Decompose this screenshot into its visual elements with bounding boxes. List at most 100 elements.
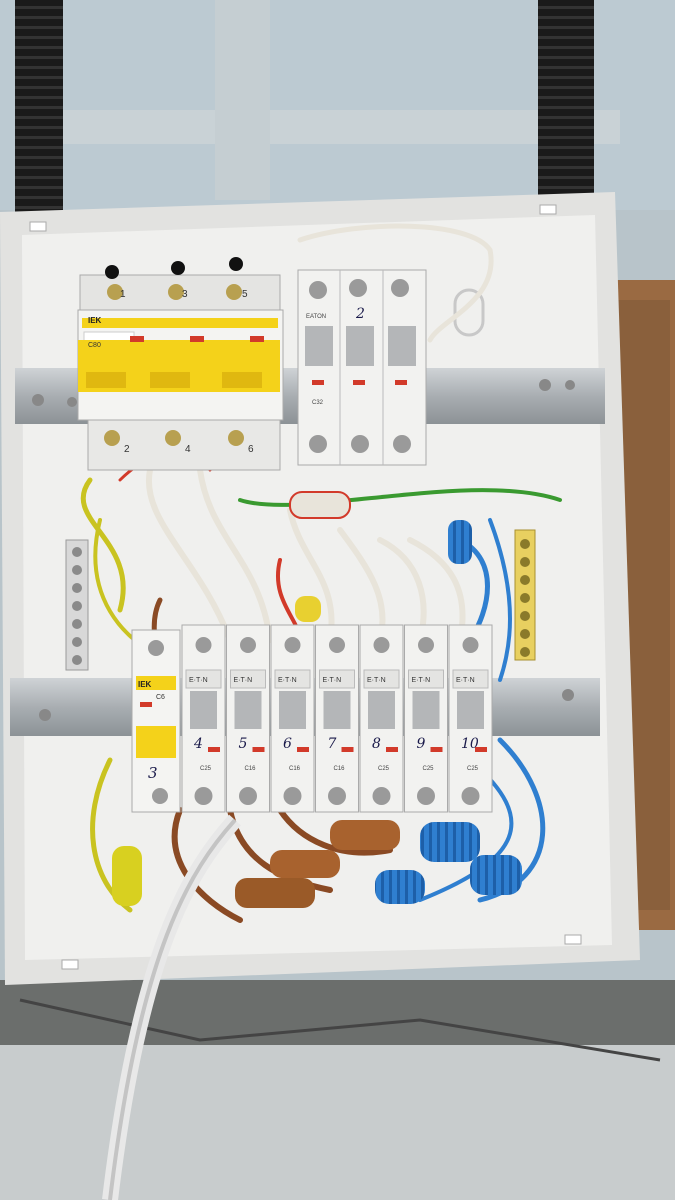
breaker-handle[interactable]: [279, 691, 306, 729]
iek-breaker-handwritten-label: 3: [148, 764, 158, 782]
breaker-brand: E·T·N: [278, 677, 297, 684]
terminal-screw: [417, 787, 435, 805]
brand-plate: [185, 669, 222, 689]
brand-plate: [408, 669, 444, 689]
breaker-handle[interactable]: [368, 691, 395, 729]
breaker-handwritten-label: 6: [283, 736, 292, 752]
trip-indicator: [430, 747, 443, 752]
breaker-rating: C25: [467, 766, 479, 772]
breaker-brand: E·T·N: [189, 677, 208, 684]
main-terminal-label: 5: [242, 289, 248, 300]
main-breaker-rating: C80: [88, 342, 101, 349]
wire-coils: [112, 491, 522, 908]
top-right-breakers: [297, 269, 427, 466]
terminal-screw: [418, 637, 434, 653]
screw-tab: [61, 959, 79, 970]
trip-indicator: [341, 747, 354, 752]
wall-beam: [60, 110, 620, 144]
wall-post: [215, 0, 270, 200]
breaker-handwritten-label: 10: [461, 736, 479, 752]
brand-plate: [230, 669, 266, 689]
terminal-screw: [283, 787, 302, 805]
breaker-rating: C25: [423, 766, 435, 772]
main-terminal-label: 6: [248, 444, 254, 455]
top-right-handwritten-label: 2: [355, 306, 365, 322]
bottom-breaker-row: E·T·N4C25E·T·N5C16E·T·N6C16E·T·N7C16E·T·…: [181, 624, 493, 813]
floor-crack: [19, 998, 661, 1062]
iek-breaker-rating: C6: [156, 694, 165, 701]
breaker-brand: E·T·N: [412, 677, 431, 684]
main-breaker: [77, 257, 284, 471]
main-terminal-label: 2: [124, 444, 130, 455]
breaker-handle[interactable]: [412, 691, 440, 729]
iek-breaker-brand: IEK: [138, 680, 152, 689]
brand-plate: [274, 669, 311, 689]
breaker-handle[interactable]: [323, 691, 351, 729]
terminal-screw: [462, 637, 479, 653]
breaker-handle[interactable]: [190, 691, 217, 729]
terminal-screw: [461, 787, 480, 805]
knockout-hole: [453, 288, 485, 337]
trip-indicator: [252, 747, 265, 752]
breaker-rating: C16: [289, 766, 301, 772]
rail-screws: [32, 379, 575, 721]
bottom-iek-breaker: [131, 629, 181, 813]
top-right-rating: C32: [312, 400, 324, 406]
breaker-rating: C16: [334, 766, 346, 772]
trip-indicator: [208, 747, 220, 752]
breaker-rating: C16: [245, 766, 257, 772]
screw-tab: [29, 221, 47, 232]
trip-indicator: [386, 747, 398, 752]
brand-plate: [319, 669, 355, 689]
main-terminal-label: 3: [182, 289, 188, 300]
breaker-rating: C25: [378, 766, 390, 772]
busbar-right: [514, 529, 536, 661]
breaker-rating: C25: [200, 766, 212, 772]
iek-breaker-handle[interactable]: [136, 726, 176, 758]
breaker-handwritten-label: 8: [372, 736, 381, 752]
terminal-screw: [372, 787, 391, 805]
terminal-screw: [239, 787, 257, 805]
feed-cable-shade: [108, 818, 237, 1200]
terminal-screw: [195, 637, 212, 653]
breaker-handwritten-label: 9: [417, 736, 426, 752]
trip-indicator: [297, 747, 309, 752]
screw-tab: [539, 204, 557, 215]
terminal-screw: [328, 787, 346, 805]
floor-edge: [0, 980, 675, 1050]
breaker-body: [315, 624, 359, 813]
breaker-handwritten-label: 5: [239, 736, 248, 752]
screw-tab: [564, 934, 582, 945]
conduit-left: [15, 0, 63, 215]
floor-wall: [0, 1045, 675, 1200]
terminal-screw: [373, 637, 390, 653]
trip-indicator: [475, 747, 487, 752]
conduit-right: [538, 0, 594, 195]
breaker-brand: E·T·N: [367, 677, 386, 684]
brand-plate: [452, 669, 489, 689]
breaker-brand: E·T·N: [234, 677, 253, 684]
busbar-left: [65, 539, 89, 671]
terminal-screw: [194, 787, 213, 805]
breaker-handwritten-label: 7: [328, 736, 337, 752]
breaker-brand: E·T·N: [456, 677, 475, 684]
terminal-screw: [284, 637, 301, 653]
top-right-brand: EATON: [306, 314, 326, 320]
terminal-screw: [240, 637, 256, 653]
terminal-screw: [329, 637, 345, 653]
breaker-handwritten-label: 4: [193, 736, 203, 752]
breaker-handle[interactable]: [234, 691, 262, 729]
brand-plate: [363, 669, 400, 689]
breaker-brand: E·T·N: [323, 677, 342, 684]
main-breaker-brand: IEK: [88, 316, 102, 325]
breaker-handle[interactable]: [457, 691, 484, 729]
main-terminal-label: 4: [185, 444, 191, 455]
